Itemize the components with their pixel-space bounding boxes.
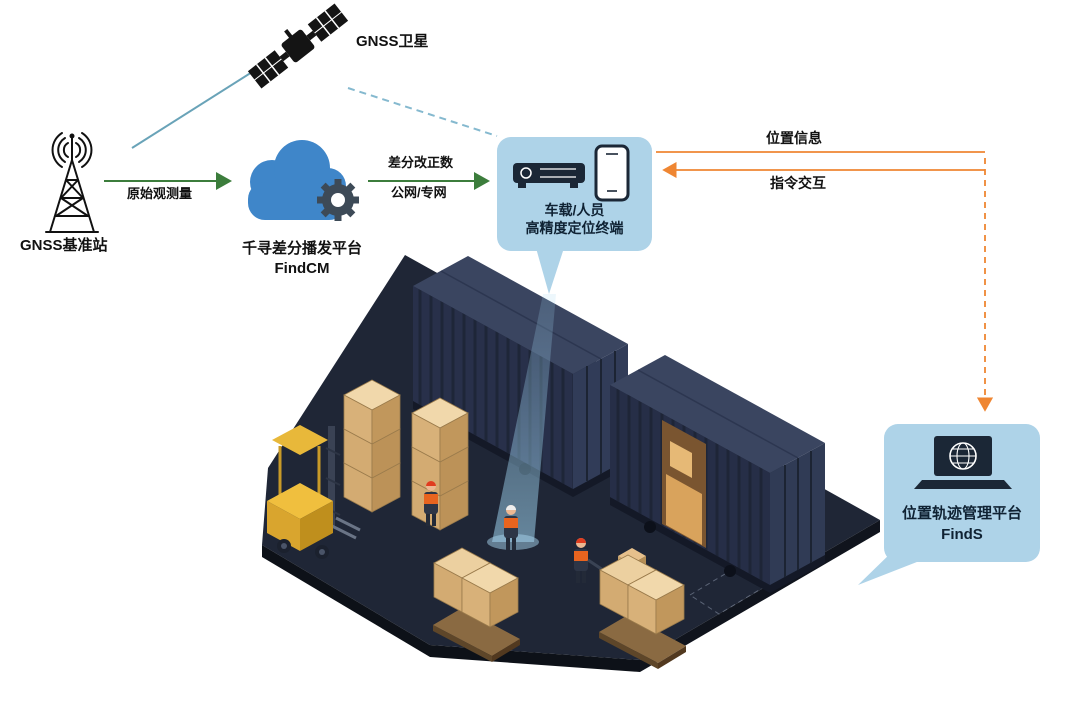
worker-2 (504, 505, 518, 550)
smartphone-icon (594, 144, 630, 202)
management-platform-product: FindS (941, 526, 983, 543)
differential-label-line2: 公网/专网 (391, 185, 447, 200)
satellite-label: GNSS卫星 (356, 33, 429, 50)
management-platform-name: 位置轨迹管理平台 (901, 505, 1022, 522)
warehouse-scene (262, 255, 880, 672)
cloud-platform-product: FindCM (274, 260, 330, 277)
cloud-platform-name: 千寻差分播发平台 (241, 240, 362, 257)
cloud-gear-icon (248, 140, 359, 221)
management-platform-box (858, 424, 1040, 585)
positioning-beam (492, 294, 556, 542)
gear-icon (317, 179, 359, 221)
link-satellite-to-terminal (347, 87, 498, 137)
raw-observation-label: 原始观测量 (127, 186, 193, 201)
carton-stack-left (343, 379, 469, 531)
forklift (267, 425, 361, 559)
shipping-container-2 (610, 355, 825, 593)
pallet-center (433, 547, 520, 662)
differential-label-line1: 差分改正数 (388, 155, 454, 170)
link-satellite-to-base (131, 61, 269, 149)
terminal-label-line1: 车载/人员 (544, 202, 605, 218)
satellite-icon (247, 3, 349, 89)
pallet-right (599, 554, 686, 669)
terminal-label-line2: 高精度定位终端 (525, 220, 624, 236)
laptop-globe-icon (914, 436, 1012, 489)
antenna-tower-icon (45, 132, 99, 233)
worker-3 (574, 538, 588, 583)
receiver-icon (513, 163, 585, 188)
worker-1 (424, 481, 438, 526)
terminal-node-box (497, 137, 652, 294)
base-station-label: GNSS基准站 (20, 237, 108, 254)
command-interaction-label: 指令交互 (770, 175, 826, 191)
position-info-label: 位置信息 (766, 130, 822, 146)
